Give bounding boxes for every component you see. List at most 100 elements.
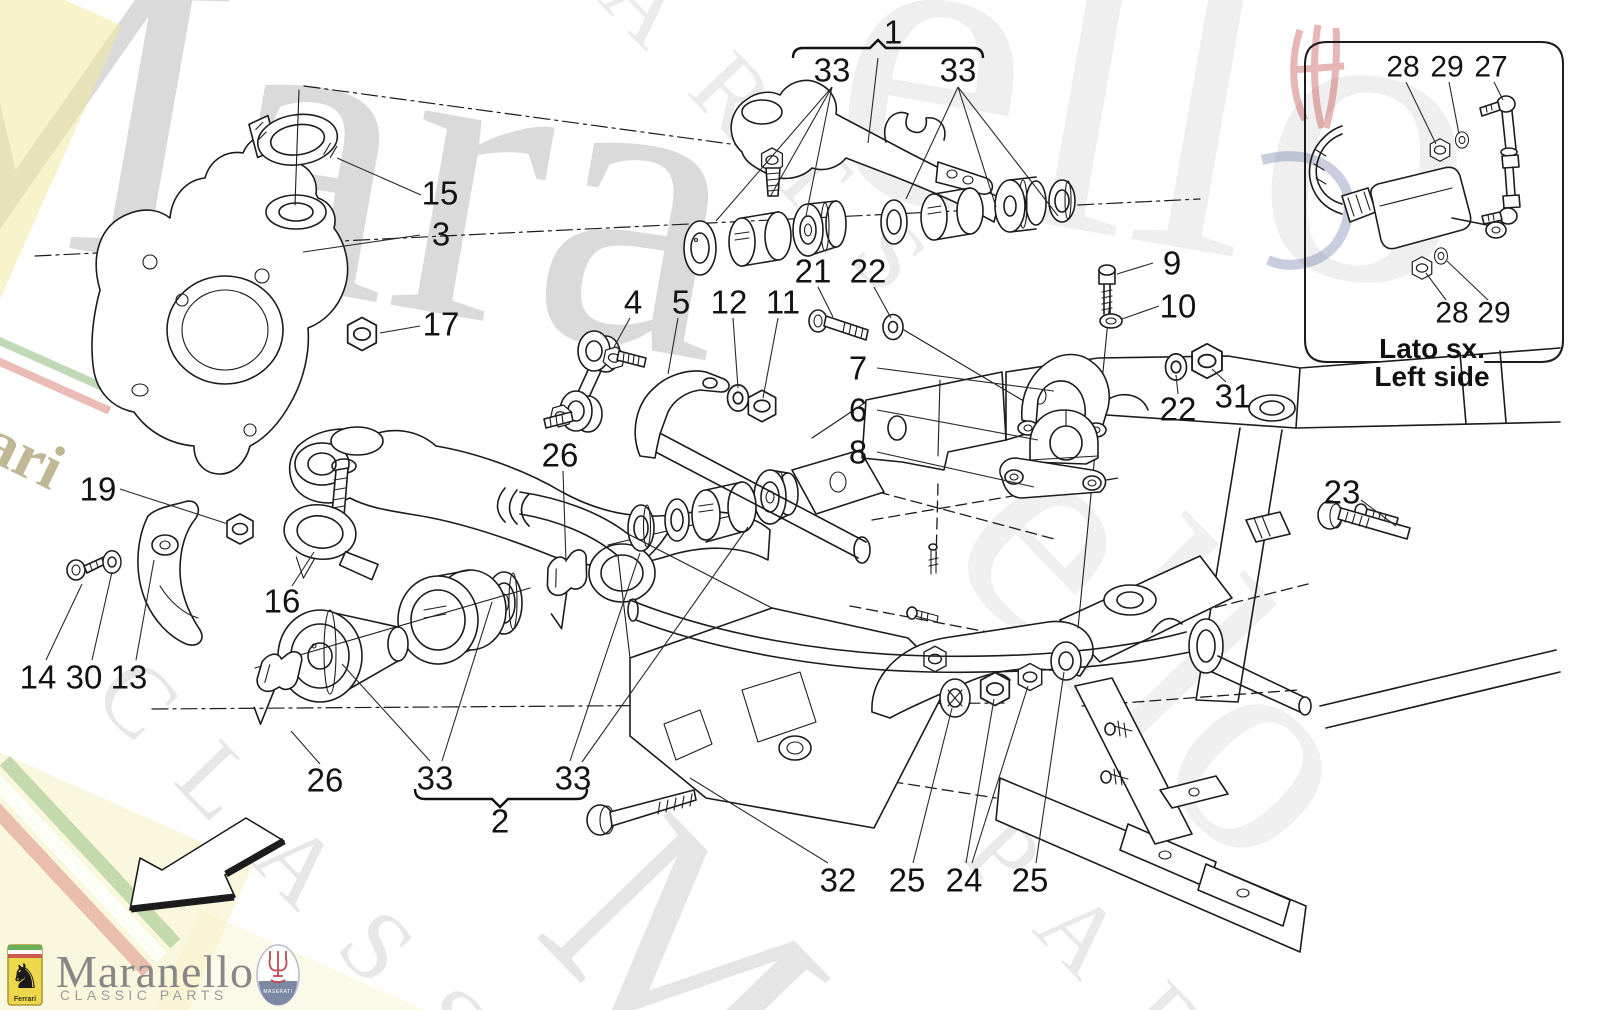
part-callout-31[interactable]: 31	[1215, 378, 1252, 415]
part-callout-10[interactable]: 10	[1160, 288, 1197, 325]
anti-roll-bar	[627, 598, 1312, 716]
group-brace	[413, 788, 589, 809]
clamp-16	[283, 503, 379, 581]
leader-line	[1121, 305, 1160, 320]
axis-knuckle-balljoint	[303, 85, 783, 152]
part-callout-33[interactable]: 33	[555, 760, 592, 797]
leader-line	[912, 707, 953, 864]
part-callout-14[interactable]: 14	[20, 659, 57, 696]
part-callout-25[interactable]: 25	[889, 862, 926, 899]
arb-clamp-group	[903, 299, 1111, 629]
part-callout-2[interactable]: 2	[491, 803, 509, 840]
leader-line	[905, 86, 959, 200]
inset-left-side-sensor: Lato sx. Left side	[1304, 41, 1564, 392]
bracket-13	[137, 500, 203, 646]
part-callout-7[interactable]: 7	[849, 350, 867, 387]
leader-line	[341, 663, 431, 762]
leader-line	[689, 777, 829, 864]
leader-line	[562, 470, 567, 563]
leader-line	[957, 86, 1059, 217]
leader-line	[119, 488, 229, 525]
part-callout-16[interactable]: 16	[264, 583, 301, 620]
part-callout-13[interactable]: 13	[111, 659, 148, 696]
ferrari-shield-logo: ♞ Ferrari	[7, 944, 43, 1006]
leader-line	[732, 317, 739, 389]
washer-12	[726, 384, 750, 412]
part-callout-5[interactable]: 5	[672, 284, 690, 321]
part-callout-11[interactable]: 11	[766, 284, 800, 321]
loose-fasteners	[66, 264, 1411, 836]
group-brace	[791, 38, 985, 59]
part-callout-9[interactable]: 9	[1163, 245, 1181, 282]
leader-line	[1405, 81, 1437, 145]
leader-line	[965, 698, 995, 864]
part-callout-21[interactable]: 21	[795, 253, 832, 290]
part-callout-26[interactable]: 26	[542, 437, 579, 474]
leader-line	[715, 86, 833, 222]
bracket-5	[634, 370, 871, 564]
part-callout-29[interactable]: 29	[1477, 297, 1510, 330]
inset-caption-english: Left side	[1374, 361, 1489, 392]
leader-line	[769, 86, 833, 198]
part-callout-22[interactable]: 22	[850, 253, 887, 290]
leader-line	[1448, 81, 1460, 135]
leader-line	[817, 286, 834, 318]
part-callout-30[interactable]: 30	[66, 659, 103, 696]
leader-line	[876, 409, 1039, 441]
leader-line	[569, 552, 641, 762]
part-callout-12[interactable]: 12	[711, 284, 748, 321]
leader-line	[441, 601, 493, 762]
leader-line	[957, 86, 997, 208]
part-callout-17[interactable]: 17	[423, 306, 460, 343]
part-callout-1[interactable]: 1	[884, 14, 902, 51]
leader-line	[1035, 671, 1065, 864]
lower-bushings-left	[251, 548, 597, 729]
leader-line	[873, 286, 892, 319]
part-callout-26[interactable]: 26	[307, 762, 344, 799]
leader-line	[336, 157, 422, 196]
part-callout-6[interactable]: 6	[849, 392, 867, 429]
leader-line	[613, 317, 631, 348]
part-callout-28[interactable]: 28	[1386, 51, 1419, 84]
part-callout-28[interactable]: 28	[1435, 297, 1468, 330]
leader-line	[302, 234, 421, 253]
leader-line	[1175, 374, 1179, 395]
maserati-wordmark: MASERATI	[263, 989, 292, 995]
leader-line	[805, 86, 833, 217]
part-callout-22[interactable]: 22	[1160, 391, 1197, 428]
leader-line	[291, 551, 315, 587]
leader-line	[1425, 272, 1447, 301]
part-callout-33[interactable]: 33	[940, 52, 977, 89]
part-callout-24[interactable]: 24	[946, 862, 983, 899]
assembly-line-15	[294, 89, 300, 206]
part-callout-15[interactable]: 15	[422, 175, 459, 212]
part-callout-23[interactable]: 23	[1324, 474, 1361, 511]
leader-line	[135, 559, 155, 661]
part-callout-32[interactable]: 32	[820, 862, 857, 899]
steering-knuckle	[91, 133, 349, 475]
leader-line	[581, 526, 749, 763]
part-callout-19[interactable]: 19	[80, 471, 117, 508]
leader-line	[45, 583, 83, 661]
leader-line	[867, 57, 879, 144]
leader-line	[1360, 499, 1397, 527]
part-callout-27[interactable]: 27	[1474, 51, 1507, 84]
part-callout-8[interactable]: 8	[849, 434, 867, 471]
fastener-row	[939, 641, 1082, 718]
footer-brand-bar: ♞ Ferrari Maranello CLASSIC PARTS MASERA…	[0, 935, 640, 1010]
trident-icon	[268, 951, 288, 984]
leader-line	[667, 317, 679, 375]
part-callout-29[interactable]: 29	[1430, 51, 1463, 84]
part-callout-25[interactable]: 25	[1012, 862, 1049, 899]
part-callout-3[interactable]: 3	[432, 216, 450, 253]
part-callout-33[interactable]: 33	[814, 52, 851, 89]
direction-arrow	[129, 817, 286, 913]
leader-line	[762, 317, 779, 399]
part-callout-4[interactable]: 4	[624, 284, 642, 321]
part-callout-33[interactable]: 33	[417, 760, 454, 797]
leader-line	[971, 685, 1029, 864]
leader-line	[379, 325, 421, 334]
